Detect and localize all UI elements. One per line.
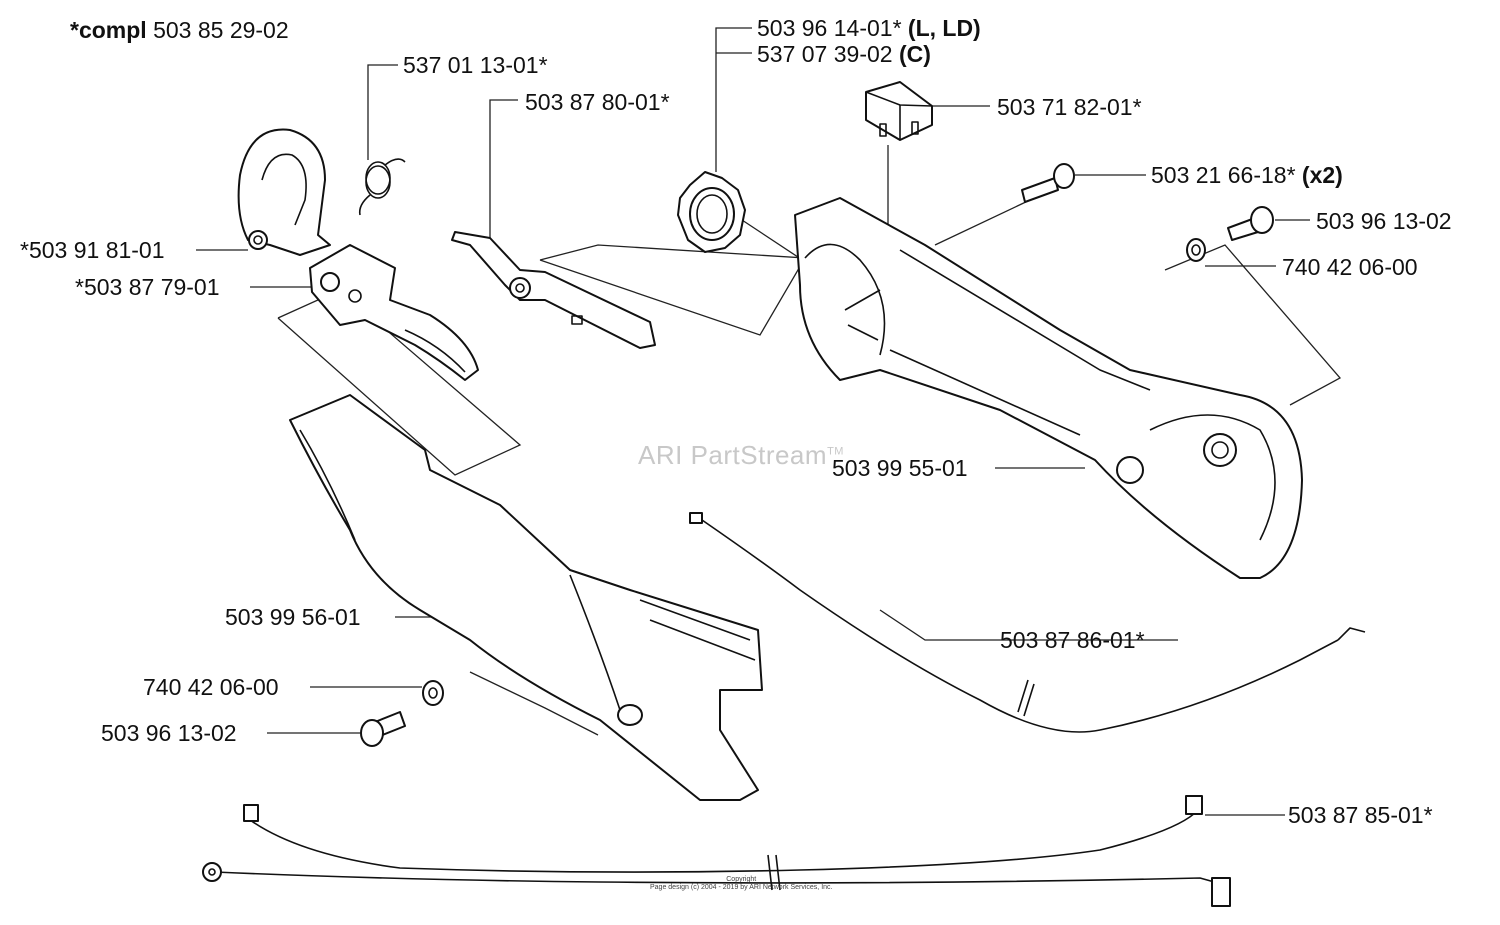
lever-part <box>451 231 656 349</box>
label-503-87-80-01[interactable]: 503 87 80-01* <box>525 89 670 115</box>
label-503-87-85-01[interactable]: 503 87 85-01* <box>1288 802 1433 828</box>
label-503-99-56-01[interactable]: 503 99 56-01 <box>225 604 361 630</box>
group-outline-washer <box>469 671 599 736</box>
label-503-21-66-18[interactable]: 503 21 66-18* (x2) <box>1151 162 1343 188</box>
label-537-07-39-02[interactable]: 537 07 39-02 (C) <box>757 41 931 67</box>
label-503-99-55-01[interactable]: 503 99 55-01 <box>832 455 968 481</box>
screw-washer-top <box>1186 206 1274 262</box>
switch-part <box>865 81 933 141</box>
leader-503-96-14 <box>715 27 752 172</box>
trigger-part <box>309 244 479 381</box>
label-503-96-14-01[interactable]: 503 96 14-01* (L, LD) <box>757 15 981 41</box>
label-503-87-79-01[interactable]: *503 87 79-01 <box>75 274 220 300</box>
leader-screw <box>934 199 1031 246</box>
handle-part <box>794 197 1303 579</box>
watermark: ARI PartStreamTM <box>638 440 844 470</box>
leader-503-87-80 <box>489 99 518 250</box>
leader-537-01-13 <box>367 64 398 160</box>
screw-washer-bottom <box>360 680 444 747</box>
copyright-notice: Copyright Page design (c) 2004 - 2019 by… <box>650 876 832 892</box>
leader-503-87-86 <box>879 609 1178 641</box>
screw-part <box>1021 163 1075 203</box>
label-537-01-13-01[interactable]: 537 01 13-01* <box>403 52 548 78</box>
wire-harness <box>202 795 1231 907</box>
label-503-71-82-01[interactable]: 503 71 82-01* <box>997 94 1142 120</box>
throttle-cable <box>689 512 1366 733</box>
label-503-96-13-02-bottom[interactable]: 503 96 13-02 <box>101 720 237 746</box>
spring-part <box>358 158 406 216</box>
copyright-line2: Page design (c) 2004 - 2019 by ARI Netwo… <box>650 884 833 891</box>
copyright-line1: Copyright <box>726 876 757 883</box>
label-740-42-06-00-top[interactable]: 740 42 06-00 <box>1282 254 1418 280</box>
label-740-42-06-00-bottom[interactable]: 740 42 06-00 <box>143 674 279 700</box>
lower-handle-part <box>289 394 763 801</box>
assembly-title: *compl 503 85 29-02 <box>70 17 289 43</box>
clip-part <box>237 128 331 256</box>
label-503-87-86-01[interactable]: 503 87 86-01* <box>1000 627 1145 653</box>
ring-part <box>677 171 746 253</box>
label-503-91-81-01[interactable]: *503 91 81-01 <box>20 237 165 263</box>
label-503-96-13-02-top[interactable]: 503 96 13-02 <box>1316 208 1452 234</box>
